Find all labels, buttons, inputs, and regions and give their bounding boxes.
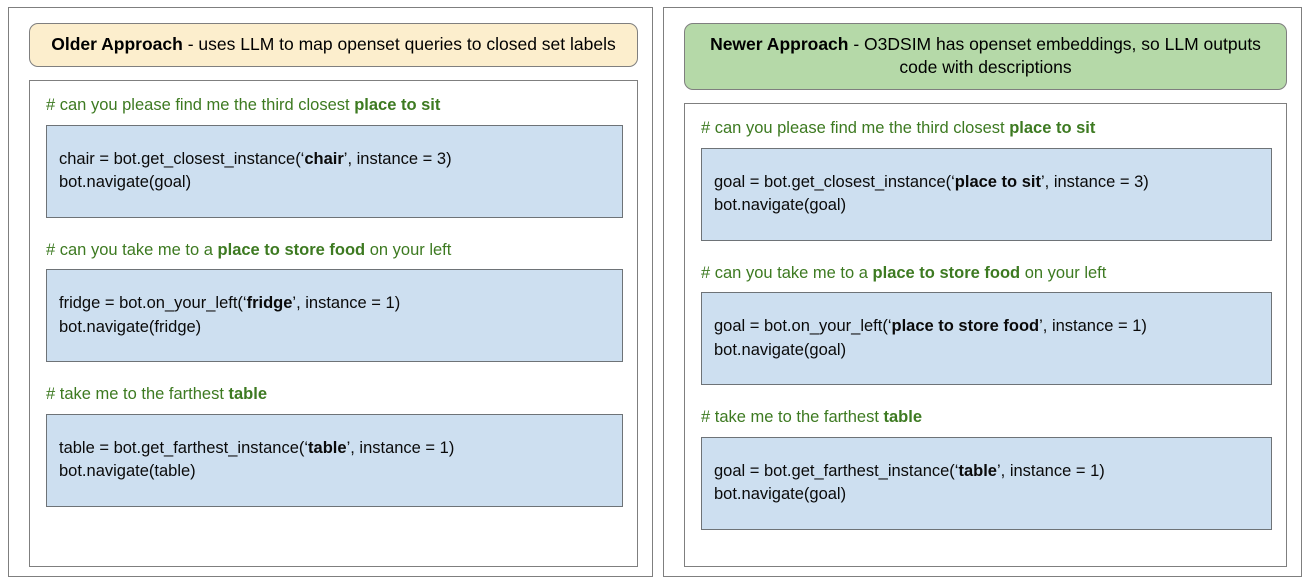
older-code-1-line1-prefix: chair = bot.get_closest_instance(‘ xyxy=(59,149,305,168)
older-comment-1-highlight: place to sit xyxy=(354,96,441,115)
newer-comment-3-highlight: table xyxy=(883,408,923,427)
newer-comment-1: # can you please find me the third close… xyxy=(695,114,1276,148)
newer-code-1-line1: goal = bot.get_closest_instance(‘place t… xyxy=(714,171,1259,194)
newer-code-3-line1-label: table xyxy=(958,461,997,480)
older-code-2-line1-label: fridge xyxy=(246,294,293,313)
older-code-3-line1-label: table xyxy=(308,438,347,457)
newer-code-2: goal = bot.on_your_left(‘place to store … xyxy=(701,292,1272,386)
newer-code-3-line2: bot.navigate(goal) xyxy=(714,485,847,504)
newer-spacer-1 xyxy=(695,241,1276,259)
older-approach-header-title: Older Approach xyxy=(51,34,183,54)
newer-approach-header-description: - O3DSIM has openset embeddings, so LLM … xyxy=(848,34,1261,78)
newer-code-1-line1-suffix: ’, instance = 3) xyxy=(1040,172,1149,191)
older-spacer-2 xyxy=(40,362,627,380)
newer-approach-content: # can you please find me the third close… xyxy=(684,103,1287,567)
older-comment-3: # take me to the farthest table xyxy=(40,380,627,414)
newer-code-3-line1-prefix: goal = bot.get_farthest_instance(‘ xyxy=(714,461,959,480)
older-approach-header: Older Approach - uses LLM to map openset… xyxy=(29,23,638,68)
newer-code-1-line2: bot.navigate(goal) xyxy=(714,196,847,215)
older-code-2: fridge = bot.on_your_left(‘fridge’, inst… xyxy=(46,269,623,363)
older-block-3: # take me to the farthest table table = … xyxy=(40,380,627,507)
older-comment-2-highlight: place to store food xyxy=(217,240,366,259)
older-approach-header-description: - uses LLM to map openset queries to clo… xyxy=(182,34,616,54)
older-code-1: chair = bot.get_closest_instance(‘chair’… xyxy=(46,124,623,218)
newer-block-1: # can you please find me the third close… xyxy=(695,114,1276,241)
older-comment-2-suffix: on your left xyxy=(365,240,452,259)
older-code-1-line1-label: chair xyxy=(304,149,344,168)
newer-comment-2-suffix: on your left xyxy=(1020,263,1107,282)
older-code-2-line2: bot.navigate(fridge) xyxy=(59,317,202,336)
newer-code-1-line1-prefix: goal = bot.get_closest_instance(‘ xyxy=(714,172,955,191)
newer-comment-2-highlight: place to store food xyxy=(872,263,1021,282)
older-comment-2: # can you take me to a place to store fo… xyxy=(40,236,627,270)
older-comment-1-prefix: # can you please find me the third close… xyxy=(46,96,355,115)
newer-comment-2-prefix: # can you take me to a xyxy=(701,263,873,282)
newer-approach-header: Newer Approach - O3DSIM has openset embe… xyxy=(684,23,1287,91)
older-code-1-line1: chair = bot.get_closest_instance(‘chair’… xyxy=(59,148,610,171)
older-comment-2-prefix: # can you take me to a xyxy=(46,240,218,259)
newer-code-2-line1-prefix: goal = bot.on_your_left(‘ xyxy=(714,317,892,336)
newer-approach-panel: Newer Approach - O3DSIM has openset embe… xyxy=(663,7,1302,577)
newer-code-2-line1: goal = bot.on_your_left(‘place to store … xyxy=(714,315,1259,338)
older-spacer-1 xyxy=(40,218,627,236)
older-code-2-line1-prefix: fridge = bot.on_your_left(‘ xyxy=(59,294,247,313)
older-block-1: # can you please find me the third close… xyxy=(40,91,627,218)
newer-comment-2: # can you take me to a place to store fo… xyxy=(695,259,1276,293)
older-code-3-line2: bot.navigate(table) xyxy=(59,462,196,481)
older-code-1-line1-suffix: ’, instance = 3) xyxy=(343,149,452,168)
newer-spacer-2 xyxy=(695,385,1276,403)
older-code-3-line1-suffix: ’, instance = 1) xyxy=(346,438,455,457)
older-comment-1: # can you please find me the third close… xyxy=(40,91,627,125)
newer-code-3-line1-suffix: ’, instance = 1) xyxy=(996,461,1105,480)
newer-comment-3-prefix: # take me to the farthest xyxy=(701,408,884,427)
newer-comment-1-prefix: # can you please find me the third close… xyxy=(701,119,1010,138)
newer-code-1: goal = bot.get_closest_instance(‘place t… xyxy=(701,147,1272,241)
newer-code-3: goal = bot.get_farthest_instance(‘table’… xyxy=(701,436,1272,530)
newer-code-1-line1-label: place to sit xyxy=(954,172,1041,191)
older-code-2-line1-suffix: ’, instance = 1) xyxy=(292,294,401,313)
newer-block-2: # can you take me to a place to store fo… xyxy=(695,259,1276,386)
newer-block-3: # take me to the farthest table goal = b… xyxy=(695,403,1276,530)
older-code-1-line2: bot.navigate(goal) xyxy=(59,173,192,192)
newer-code-2-line1-label: place to store food xyxy=(891,317,1040,336)
newer-approach-header-title: Newer Approach xyxy=(710,34,849,54)
older-comment-3-highlight: table xyxy=(228,385,268,404)
older-code-3: table = bot.get_farthest_instance(‘table… xyxy=(46,413,623,507)
newer-comment-1-highlight: place to sit xyxy=(1009,119,1096,138)
newer-code-2-line1-suffix: ’, instance = 1) xyxy=(1039,317,1147,336)
older-approach-content: # can you please find me the third close… xyxy=(29,80,638,567)
older-code-3-line1-prefix: table = bot.get_farthest_instance(‘ xyxy=(59,438,309,457)
older-code-2-line1: fridge = bot.on_your_left(‘fridge’, inst… xyxy=(59,292,610,315)
older-approach-panel: Older Approach - uses LLM to map openset… xyxy=(8,7,653,577)
older-block-2: # can you take me to a place to store fo… xyxy=(40,236,627,363)
newer-code-2-line2: bot.navigate(goal) xyxy=(714,340,847,359)
older-code-3-line1: table = bot.get_farthest_instance(‘table… xyxy=(59,437,610,460)
newer-comment-3: # take me to the farthest table xyxy=(695,403,1276,437)
newer-code-3-line1: goal = bot.get_farthest_instance(‘table’… xyxy=(714,460,1259,483)
older-comment-3-prefix: # take me to the farthest xyxy=(46,385,229,404)
